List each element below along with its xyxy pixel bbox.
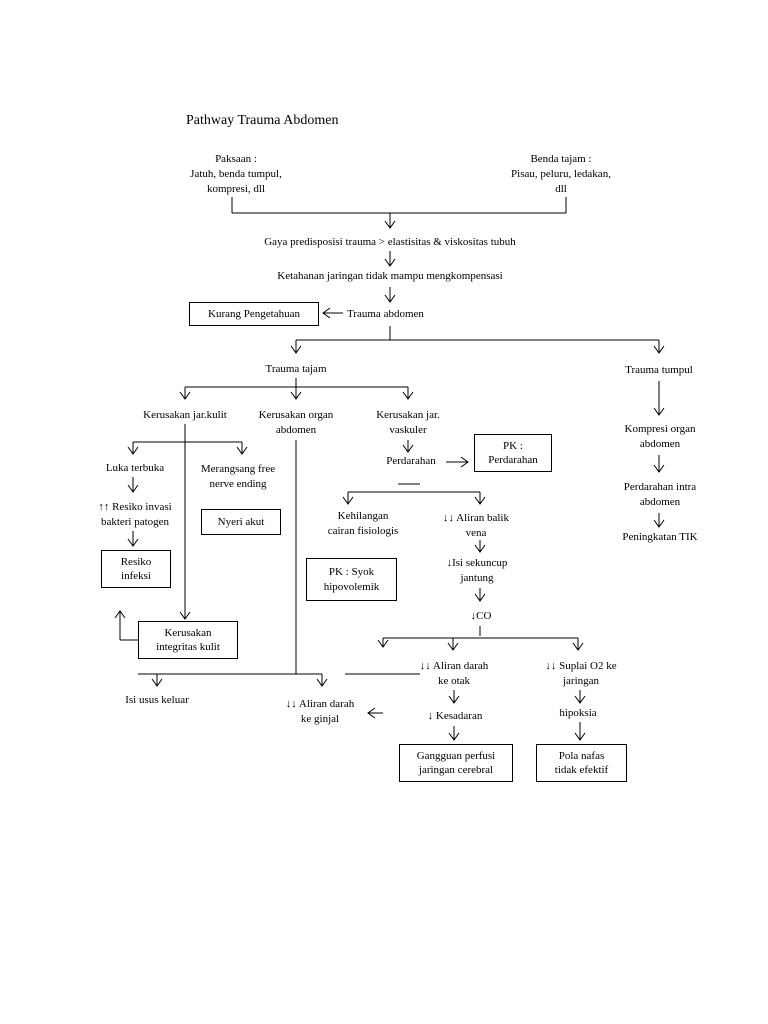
node-peningkatan-tik: Peningkatan TIK	[622, 531, 698, 543]
box-kurang-pengetahuan: Kurang Pengetahuan	[189, 302, 319, 326]
arrowhead-down	[127, 538, 139, 547]
node-kerusakan-organ: Kerusakan organ abdomen	[258, 409, 334, 436]
box-pola-nafas: Pola nafas tidak efektif	[536, 744, 627, 782]
arrowhead-down	[653, 407, 665, 416]
arrowhead-down	[474, 593, 486, 602]
arrowhead-down	[151, 678, 163, 687]
arrowhead-up	[114, 610, 126, 619]
node-isi-usus: Isi usus keluar	[125, 694, 189, 706]
arrowhead-down	[572, 642, 584, 651]
arrowhead-down	[384, 258, 396, 267]
arrowhead-down	[316, 678, 328, 687]
node-co: ↓CO	[470, 610, 492, 622]
arrowhead-down	[384, 220, 396, 229]
arrowhead-left	[367, 707, 376, 719]
arrowhead-down	[402, 391, 414, 400]
node-hipoksia: hipoksia	[559, 707, 597, 719]
arrowhead-down	[447, 642, 459, 651]
arrowhead-right	[460, 456, 469, 468]
arrowhead-down	[127, 484, 139, 493]
arrowhead-down	[474, 544, 486, 553]
arrowhead-down	[653, 345, 665, 354]
node-kerusakan-jar-kulit: Kerusakan jar.kulit	[143, 409, 227, 421]
node-isi-sekuncup: ↓Isi sekuncup jantung	[446, 557, 508, 584]
box-kerusakan-integritas: Kerusakan integritas kulit	[138, 621, 238, 659]
node-kerusakan-vaskuler: Kerusakan jar. vaskuler	[376, 409, 440, 436]
arrowhead-down	[290, 391, 302, 400]
node-kehilangan-cairan: Kehilangan cairan fisiologis	[327, 510, 399, 537]
arrowhead-down	[384, 294, 396, 303]
arrowhead-down	[653, 519, 665, 528]
node-perdarahan-intra: Perdarahan intra abdomen	[623, 481, 697, 508]
arrowhead-down	[179, 391, 191, 400]
arrowhead-down	[290, 345, 302, 354]
arrowhead-down	[377, 639, 389, 648]
node-trauma-tajam: Trauma tajam	[265, 363, 327, 375]
node-aliran-ginjal: ↓↓ Aliran darah ke ginjal	[285, 698, 355, 725]
node-aliran-balik: ↓↓ Aliran balik vena	[443, 512, 509, 539]
arrowhead-down	[236, 446, 248, 455]
node-aliran-otak: ↓↓ Aliran darah ke otak	[419, 660, 489, 687]
arrowhead-down	[127, 446, 139, 455]
arrowhead-down	[342, 496, 354, 505]
box-pk-perdarahan: PK : Perdarahan	[474, 434, 552, 472]
box-nyeri-akut: Nyeri akut	[201, 509, 281, 535]
arrowhead-down	[402, 444, 414, 453]
node-trauma-tumpul: Trauma tumpul	[625, 364, 693, 376]
node-kompresi-organ: Kompresi organ abdomen	[624, 423, 696, 450]
node-kesadaran: ↓ Kesadaran	[427, 710, 483, 722]
arrowhead-down	[474, 496, 486, 505]
box-resiko-infeksi: Resiko infeksi	[101, 550, 171, 588]
diagram-title: Pathway Trauma Abdomen	[186, 113, 339, 128]
node-benda-tajam: Benda tajam : Pisau, peluru, ledakan, dl…	[511, 153, 611, 195]
node-ketahanan-jaringan: Ketahanan jaringan tidak mampu mengkompe…	[277, 270, 503, 282]
node-resiko-invasi: ↑↑ Resiko invasi bakteri patogen	[98, 501, 172, 528]
box-gangguan-perfusi: Gangguan perfusi jaringan cerebral	[399, 744, 513, 782]
box-pk-syok: PK : Syok hipovolemik	[306, 558, 397, 601]
arrowhead-down	[574, 732, 586, 741]
arrowhead-down	[574, 695, 586, 704]
node-perdarahan: Perdarahan	[386, 455, 436, 467]
node-paksaan: Paksaan : Jatuh, benda tumpul, kompresi,…	[190, 153, 282, 195]
node-gaya-predisposisi: Gaya predisposisi trauma > elastisitas &…	[264, 236, 516, 248]
arrowhead-down	[448, 732, 460, 741]
node-luka-terbuka: Luka terbuka	[105, 462, 165, 474]
node-trauma-abdomen: Trauma abdomen	[347, 308, 424, 320]
arrowhead-down	[653, 464, 665, 473]
arrowhead-down	[179, 611, 191, 620]
node-merangsang: Merangsang free nerve ending	[200, 463, 276, 490]
arrowhead-left	[322, 307, 331, 319]
arrowhead-down	[448, 695, 460, 704]
node-suplai-o2: ↓↓ Suplai O2 ke jaringan	[545, 660, 617, 687]
